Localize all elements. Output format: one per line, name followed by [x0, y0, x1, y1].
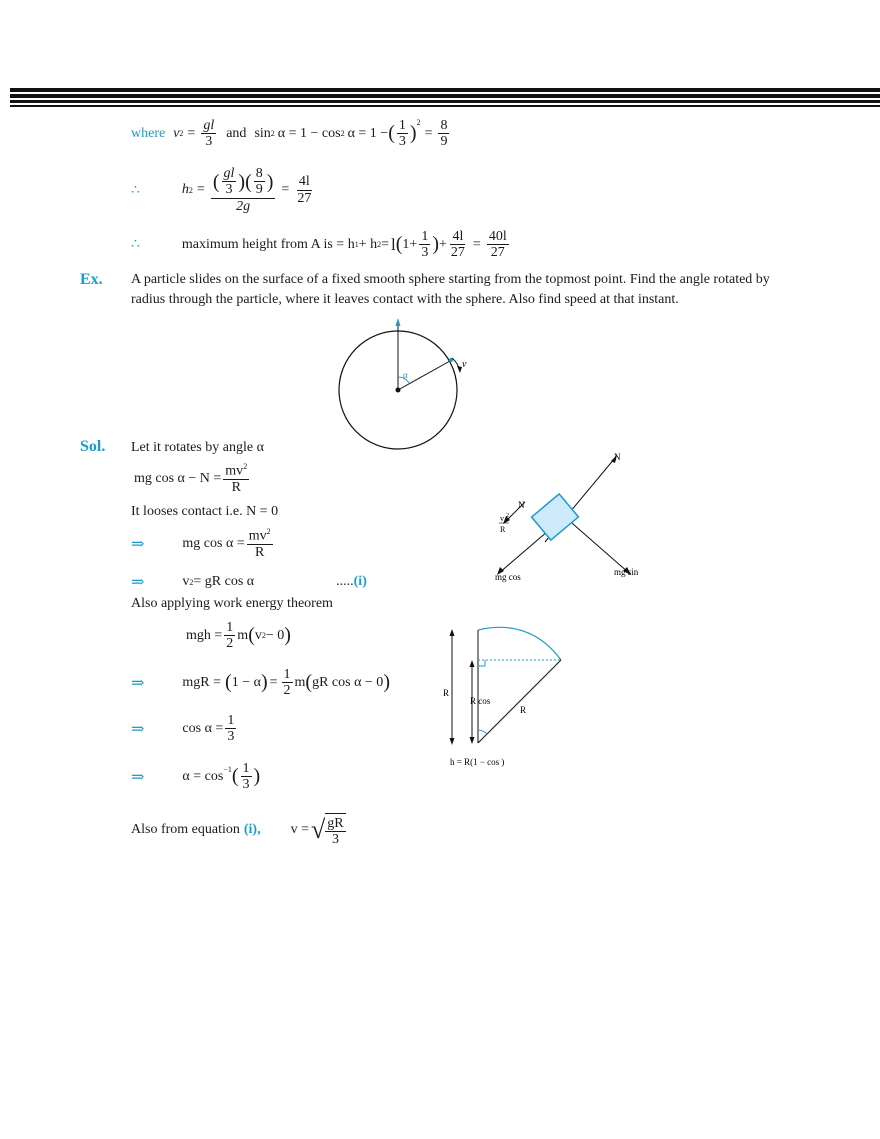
- header-rules: [10, 88, 880, 109]
- svg-text:N: N: [518, 500, 525, 510]
- sol-line2: It looses contact i.e. N = 0: [131, 504, 279, 519]
- svg-text:R: R: [520, 705, 526, 715]
- example-text: A particle slides on the surface of a fi…: [131, 272, 770, 307]
- where-label: where: [131, 125, 166, 141]
- svg-text:v: v: [500, 514, 504, 523]
- svg-text:v: v: [462, 359, 467, 370]
- sol-line3: Also applying work energy theorem: [131, 596, 333, 611]
- svg-text:α: α: [403, 370, 408, 380]
- solution-label: Sol.: [80, 438, 106, 455]
- example-label: Ex.: [80, 271, 103, 288]
- sphere-figure: α v: [338, 318, 467, 450]
- svg-text:N: N: [614, 452, 621, 462]
- svg-text:mg sin: mg sin: [614, 567, 639, 577]
- svg-text:mg cos: mg cos: [495, 572, 521, 582]
- svg-text:R cos: R cos: [470, 696, 491, 706]
- force-diagram: N mg sin mg cos N v 2 R: [495, 452, 639, 582]
- svg-text:R: R: [443, 688, 449, 698]
- svg-text:h = R(1 − cos ): h = R(1 − cos ): [450, 757, 504, 767]
- svg-text:R: R: [500, 525, 506, 534]
- sol-line1: Let it rotates by angle α: [131, 440, 264, 455]
- svg-text:2: 2: [506, 513, 509, 519]
- height-geometry-figure: R R cos R h = R(1 − cos ): [443, 626, 562, 767]
